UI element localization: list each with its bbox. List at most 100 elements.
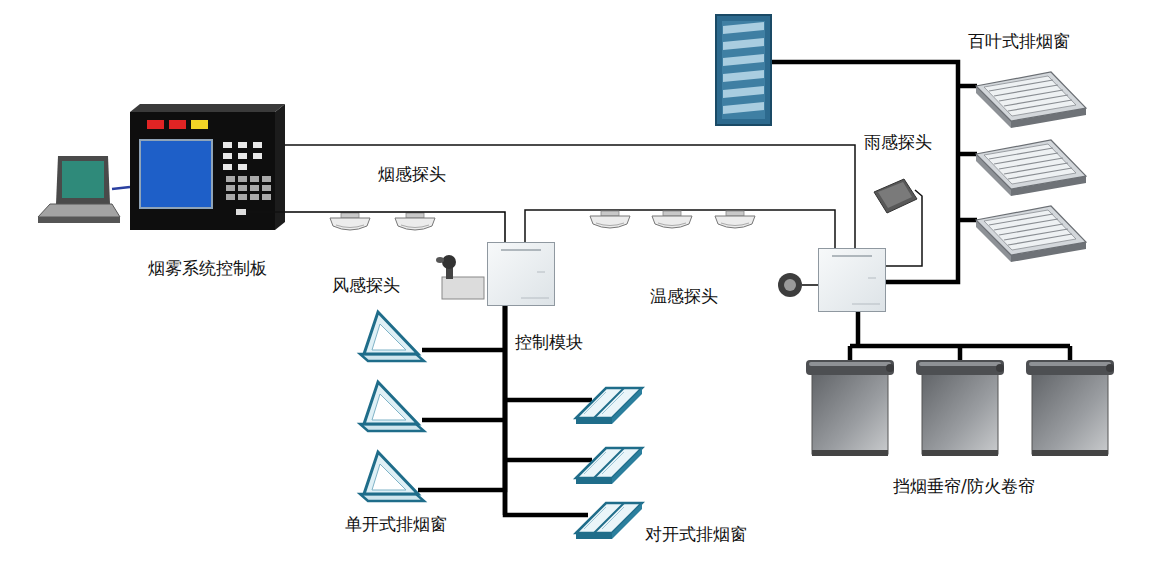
laptop-icon <box>56 156 110 204</box>
control-panel-cabinet <box>238 142 247 148</box>
device-label: 对开式排烟窗 <box>645 524 747 544</box>
power-wire <box>848 346 853 362</box>
control-panel-cabinet <box>238 185 247 191</box>
heat-detector <box>652 211 692 228</box>
single-smoke-window <box>360 452 424 501</box>
double-smoke-window <box>576 388 642 424</box>
control-panel-cabinet <box>253 153 262 159</box>
power-wire <box>958 346 963 362</box>
control-panel-cabinet <box>130 104 285 112</box>
signal-wire <box>246 211 285 213</box>
device-label: 风感探头 <box>332 275 400 295</box>
smoke-detector <box>330 213 370 230</box>
laptop-icon <box>112 187 130 189</box>
louver-window <box>716 15 771 125</box>
round-sensor <box>802 284 818 286</box>
wind-sensor-node: 风感探头 <box>438 255 486 300</box>
control-panel-cabinet <box>238 153 247 159</box>
wind-sensor <box>436 257 444 263</box>
laptop-icon <box>38 204 120 217</box>
louver-window <box>723 86 764 98</box>
roof-louver-window <box>976 72 1086 262</box>
power-wire <box>505 458 592 463</box>
control-panel-cabinet <box>238 164 247 170</box>
wind-sensor <box>436 255 484 299</box>
connector-wire <box>418 306 505 490</box>
heat-detector <box>590 211 755 228</box>
laptop-icon <box>38 217 120 223</box>
laptop-icon <box>62 161 104 198</box>
round-sensor <box>778 273 802 297</box>
smoke-curtain <box>806 360 894 456</box>
control-panel-cabinet <box>262 176 271 182</box>
roof-louver-window <box>976 206 1086 262</box>
control-module-node: 控制模块 <box>487 242 555 306</box>
control-panel-cabinet <box>275 104 285 230</box>
power-wire <box>856 312 861 346</box>
louver-window <box>723 102 764 114</box>
control-panel-cabinet <box>238 194 247 200</box>
single-smoke-window <box>360 312 424 501</box>
smoke-curtain <box>916 360 1004 456</box>
control-panel-cabinet <box>236 209 246 215</box>
control-panel-cabinet <box>262 185 271 191</box>
laptop-icon <box>38 156 130 223</box>
control-panel-cabinet <box>238 176 247 182</box>
signal-wire <box>246 145 922 266</box>
power-wire <box>958 218 977 223</box>
smoke-detector-group: 烟感探头 <box>335 213 445 243</box>
rain-sensor <box>874 179 917 213</box>
heat-detector-group: 温感探头 <box>590 211 755 241</box>
control-panel-cabinet <box>226 185 235 191</box>
signal-wire <box>525 210 835 248</box>
control-panel-cabinet <box>223 142 232 148</box>
power-wire <box>958 84 977 89</box>
heat-detector <box>590 211 630 228</box>
control-panel-cabinet <box>262 194 271 200</box>
single-smoke-window <box>360 312 424 361</box>
device-label: 雨感探头 <box>864 132 932 152</box>
connector-wire <box>505 306 588 515</box>
power-wire <box>422 348 505 353</box>
rain-sensor-node: 雨感探头 <box>870 178 920 218</box>
roof-louver-window <box>976 72 1086 128</box>
control-panel-cabinet <box>250 176 259 182</box>
control-module <box>819 249 886 312</box>
signal-wire <box>285 145 855 248</box>
control-panel: 烟雾系统控制板 <box>130 104 285 230</box>
smoke-detector <box>330 213 435 230</box>
control-panel-cabinet <box>147 120 164 129</box>
power-wire <box>422 418 505 423</box>
round-sensor <box>784 279 796 291</box>
wind-sensor <box>442 255 456 269</box>
connector-wire <box>285 212 505 242</box>
control-panel-cabinet <box>226 194 235 200</box>
control-module <box>488 243 886 312</box>
louver-window-group: 百叶式排烟窗 <box>976 72 1088 262</box>
single-window-group: 单开式排烟窗 <box>358 312 418 502</box>
smoke-curtain <box>1026 360 1114 456</box>
louver-window <box>723 54 764 66</box>
louver-window <box>723 22 764 34</box>
smoke-detector <box>395 213 435 230</box>
wind-sensor <box>442 277 484 299</box>
control-panel-cabinet <box>250 194 259 200</box>
heat-detector <box>715 211 755 228</box>
device-label: 烟感探头 <box>378 164 446 184</box>
smoke-curtain <box>806 360 1114 456</box>
device-label: 挡烟垂帘/防火卷帘 <box>893 476 1035 496</box>
round-sensor <box>778 273 818 297</box>
device-label: 单开式排烟窗 <box>345 514 447 534</box>
control-panel-cabinet <box>250 185 259 191</box>
control-panel-cabinet <box>226 176 235 182</box>
device-label: 温感探头 <box>650 286 718 306</box>
double-smoke-window <box>576 503 642 539</box>
double-smoke-window <box>576 448 642 484</box>
control-panel-cabinet <box>223 153 232 159</box>
control-panel-cabinet <box>140 140 212 208</box>
rain-sensor <box>878 182 912 208</box>
power-wire <box>1068 346 1073 362</box>
louver-window <box>716 15 771 125</box>
rain-sensor <box>874 179 917 213</box>
